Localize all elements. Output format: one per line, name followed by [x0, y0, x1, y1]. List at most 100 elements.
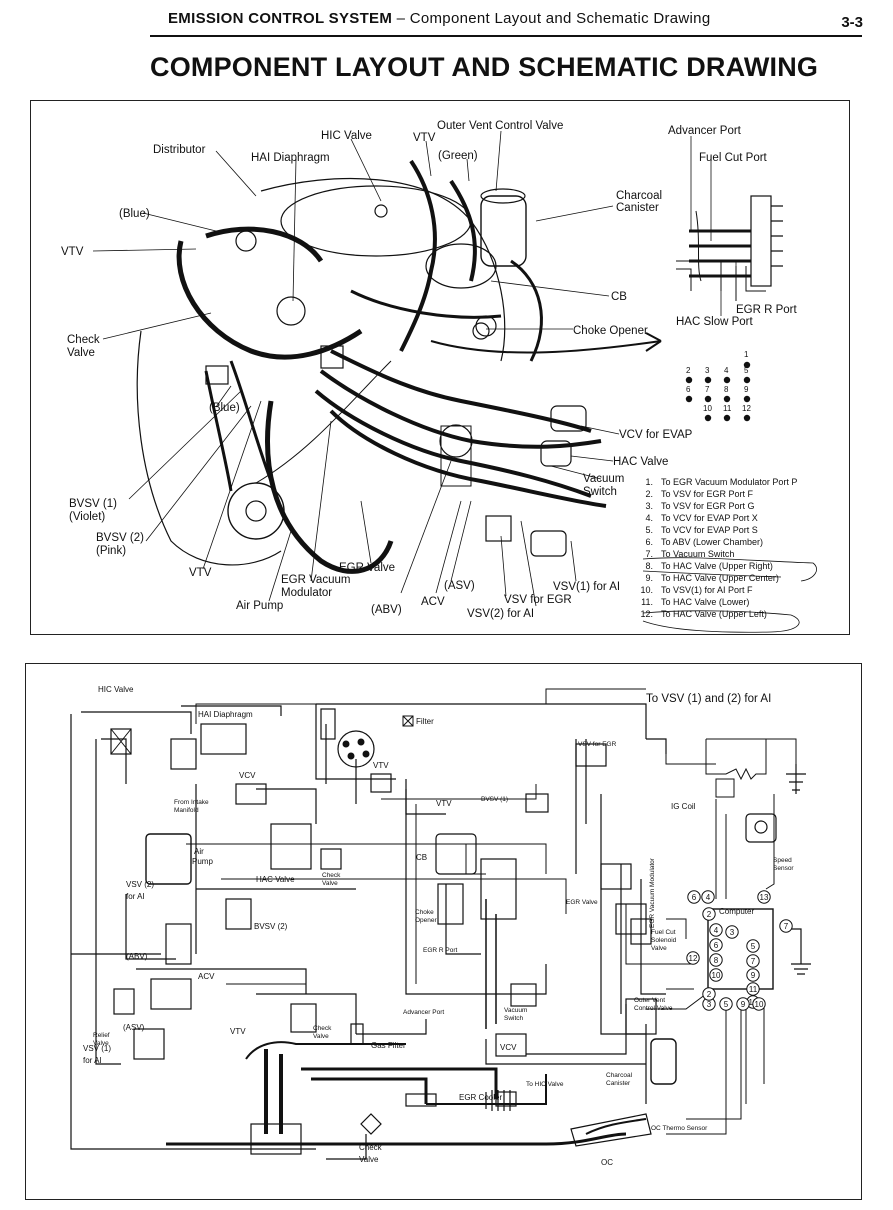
legend-text: To VCV for EVAP Port X [661, 513, 758, 523]
legend-text: To HAC Valve (Upper Center) [661, 573, 779, 583]
legend-number: 2. [645, 489, 653, 499]
label-outer-vent: Outer Vent Control Valve [437, 120, 563, 132]
label-charcoal-canister-2: Canister [616, 202, 659, 214]
label-fuel-cut-port: Fuel Cut Port [699, 152, 768, 164]
legend-text: To ABV (Lower Chamber) [661, 537, 763, 547]
schematic-lines [70, 688, 811, 1160]
legend-text: To HAC Valve (Upper Right) [661, 561, 773, 571]
sch-label-asv: (ASV) [123, 1023, 145, 1032]
legend-text: To VSV for EGR Port F [661, 489, 754, 499]
label-bvsv1-2: (Violet) [69, 511, 105, 523]
label-blue: (Blue) [119, 208, 150, 220]
sch-label-vcv2: VCV [500, 1043, 517, 1052]
computer-pin-label: 3 [707, 1000, 712, 1009]
label-egr-valve: EGR Valve [339, 562, 395, 574]
port-legend: 1.To EGR Vacuum Modulator Port P2.To VSV… [640, 477, 797, 619]
label-egr-vac-mod-1: EGR Vacuum [281, 574, 350, 586]
sch-label-speed-sensor-1: Speed [773, 857, 792, 864]
computer-pin-circle [779, 919, 793, 933]
computer-pin-label: 3 [730, 928, 735, 937]
sch-label-fuel-cut-2: Solenoid [651, 937, 677, 944]
sch-label-air-pump-1: Air [194, 847, 204, 856]
computer-pin-circle [702, 987, 716, 1001]
label-check-valve-1: Check [67, 334, 100, 346]
sch-label-egr-vac-mod: EGR Vacuum Modulator [649, 857, 656, 928]
leader-lines [92, 130, 737, 607]
port-num-4: 4 [724, 366, 729, 375]
computer-pin-circle [757, 890, 771, 904]
sch-label-oc: OC [601, 1158, 613, 1167]
legend-number: 12. [640, 609, 653, 619]
sch-label-hai-diaphragm: HAI Diaphragm [198, 710, 253, 719]
port-num-6: 6 [686, 385, 691, 394]
sch-label-hic-valve: HIC Valve [98, 685, 134, 694]
label-green: (Green) [438, 150, 478, 162]
computer-pin-label: 12 [689, 954, 698, 963]
label-hai-diaphragm: HAI Diaphragm [251, 152, 330, 164]
port-num-8: 8 [724, 385, 729, 394]
label-vtv-left: VTV [61, 246, 84, 258]
computer-pin-label: 4 [706, 893, 711, 902]
legend-text: To VSV(1) for AI Port F [661, 585, 753, 595]
legend-number: 5. [645, 525, 653, 535]
label-acv: ACV [421, 596, 445, 608]
label-air-pump: Air Pump [236, 600, 283, 612]
label-asv: (ASV) [444, 580, 475, 592]
sch-label-advancer-port: Advancer Port [403, 1009, 444, 1016]
component-layout-panel: Distributor HIC Valve HAI Diaphragm VTV … [30, 100, 850, 635]
label-vsv-egr: VSV for EGR [504, 594, 572, 606]
computer-pin-circle [709, 953, 723, 967]
schematic-labels: HIC Valve HAI Diaphragm Filter To VSV (1… [83, 685, 794, 1167]
sch-label-ig-coil: IG Coil [671, 802, 696, 811]
computer-pin-label: 5 [751, 942, 756, 951]
label-hic-valve: HIC Valve [321, 130, 372, 142]
port-num-3: 3 [705, 366, 710, 375]
sch-label-filter: Filter [416, 717, 434, 726]
label-bvsv2-2: (Pink) [96, 545, 126, 557]
sch-label-relief-valve-1: Relief [93, 1032, 110, 1039]
label-check-valve-2: Valve [67, 347, 95, 359]
engine-drawing [136, 159, 783, 574]
label-bvsv1-1: BVSV (1) [69, 498, 117, 510]
port-number-grid: 1 2 3 4 5 6 7 8 9 10 11 12 [685, 350, 751, 422]
label-bvsv2-1: BVSV (2) [96, 532, 144, 544]
computer-pin-circle [752, 997, 766, 1011]
computer-pin-label: 5 [724, 1000, 729, 1009]
legend-number: 11. [641, 597, 653, 607]
legend-number: 6. [645, 537, 653, 547]
sch-label-vsv-for-egr: VSV for EGR [578, 741, 617, 748]
label-vacuum-switch-2: Switch [583, 486, 617, 498]
page-number: 3-3 [841, 14, 863, 31]
label-distributor: Distributor [153, 144, 206, 156]
computer-pin-circle [746, 968, 760, 982]
legend-text: To Vacuum Switch [661, 549, 734, 559]
legend-circled-marks [642, 557, 817, 633]
sch-label-vtv3: VTV [230, 1027, 246, 1036]
label-blue-2: (Blue) [209, 402, 240, 414]
legend-text: To VCV for EVAP Port S [661, 525, 758, 535]
label-vsv2-ai: VSV(2) for AI [467, 608, 534, 620]
sch-label-bvsv1: BVSV (1) [481, 796, 508, 803]
page-title: COMPONENT LAYOUT AND SCHEMATIC DRAWING [150, 52, 819, 82]
computer-pin-circle [725, 925, 739, 939]
port-num-12: 12 [742, 404, 751, 413]
computer-pin-label: 6 [692, 893, 697, 902]
computer-pin-circle [746, 954, 760, 968]
computer-pin-circle [709, 968, 723, 982]
label-cb: CB [611, 291, 627, 303]
computer-pin-circle [709, 938, 723, 952]
computer-pin-circle [736, 997, 750, 1011]
component-labels: Distributor HIC Valve HAI Diaphragm VTV … [61, 120, 798, 620]
sch-label-outer-vent-2: Control Valve [634, 1005, 673, 1012]
sch-label-egr-cooler: EGR Cooler [459, 1093, 502, 1102]
computer-pin-label: 8 [714, 956, 719, 965]
computer-pin-label: 7 [751, 957, 756, 966]
sch-label-gas-filter: Gas Filter [371, 1041, 406, 1050]
computer-pin-label: 2 [707, 990, 712, 999]
label-choke-opener: Choke Opener [573, 325, 648, 337]
sch-label-egr-r-port: EGR R Port [423, 947, 458, 954]
sch-label-check-valve3-2: Valve [359, 1155, 379, 1164]
sch-label-vsv2-ai-1: VSV (2) [126, 880, 154, 889]
sch-label-vtv2: VTV [436, 799, 452, 808]
schematic-drawing-panel: HIC Valve HAI Diaphragm Filter To VSV (1… [25, 663, 862, 1200]
